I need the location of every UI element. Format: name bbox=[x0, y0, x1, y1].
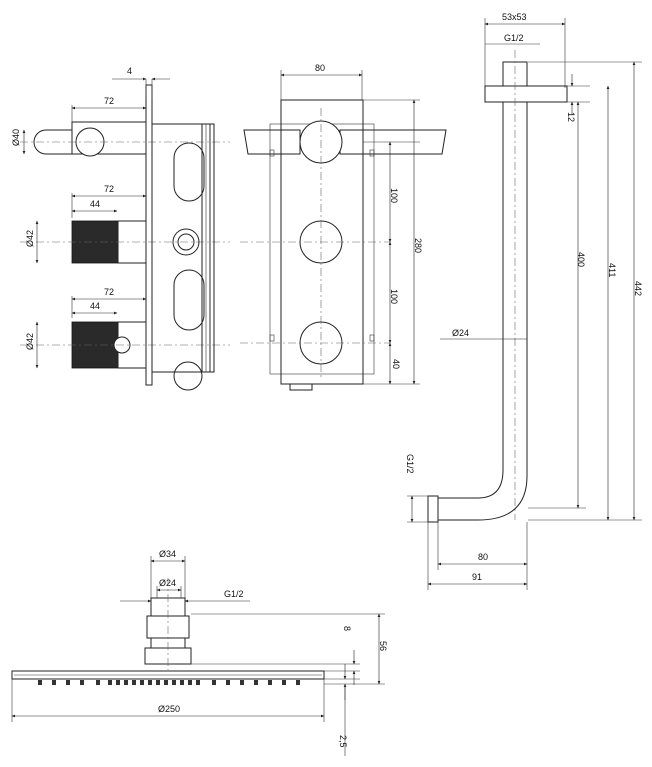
dim-vertical-400: 400 bbox=[576, 252, 586, 267]
dim-lever-diameter: Ø40 bbox=[11, 129, 21, 146]
dim-plate-thickness: 2,5 bbox=[338, 735, 348, 748]
spray-nozzles bbox=[38, 680, 300, 685]
dim-wall-thickness: 4 bbox=[127, 66, 132, 76]
dim-vertical-442: 442 bbox=[633, 281, 643, 296]
dim-flange-size: 53x53 bbox=[502, 12, 527, 22]
dim-plate-height: 280 bbox=[413, 238, 423, 253]
dim-head-diameter: Ø250 bbox=[158, 704, 180, 714]
dim-bottom-knob-diameter: Ø42 bbox=[25, 333, 35, 350]
dim-inner-diameter: Ø24 bbox=[159, 578, 176, 588]
shower-arm: 53x53 G1/2 Ø24 12 400 411 442 G1/2 bbox=[405, 12, 643, 590]
valve-side-view: 4 72 Ø40 72 44 Ø42 72 44 bbox=[11, 66, 230, 391]
dim-horizontal-91: 91 bbox=[472, 572, 482, 582]
dim-pipe-diameter: Ø24 bbox=[452, 328, 469, 338]
dim-bottom-projection: 72 bbox=[104, 287, 114, 297]
dim-spacing-bottom: 100 bbox=[389, 289, 399, 304]
dim-flange-thickness: 12 bbox=[566, 112, 576, 122]
dim-diverter-projection: 72 bbox=[104, 96, 114, 106]
dim-bottom-knob-length: 44 bbox=[90, 301, 100, 311]
valve-front-view: 80 100 100 40 280 bbox=[240, 63, 447, 391]
dim-height-total: 56 bbox=[378, 641, 388, 651]
dim-connector-diameter: Ø34 bbox=[159, 549, 176, 559]
dim-middle-knob-length: 44 bbox=[90, 199, 100, 209]
dim-middle-projection: 72 bbox=[104, 184, 114, 194]
shower-head: Ø34 Ø24 G1/2 bbox=[11, 549, 388, 756]
dim-spacing-top: 100 bbox=[389, 188, 399, 203]
dim-horizontal-80: 80 bbox=[478, 552, 488, 562]
dim-bottom-offset: 40 bbox=[391, 359, 401, 369]
dim-middle-knob-diameter: Ø42 bbox=[25, 230, 35, 247]
dim-thread: G1/2 bbox=[224, 589, 244, 599]
dim-inlet-thread: G1/2 bbox=[405, 454, 415, 474]
dim-plate-width: 80 bbox=[315, 63, 325, 73]
dim-top-thread: G1/2 bbox=[504, 33, 524, 43]
dim-vertical-411: 411 bbox=[607, 263, 617, 277]
dim-height-small: 8 bbox=[342, 626, 352, 631]
